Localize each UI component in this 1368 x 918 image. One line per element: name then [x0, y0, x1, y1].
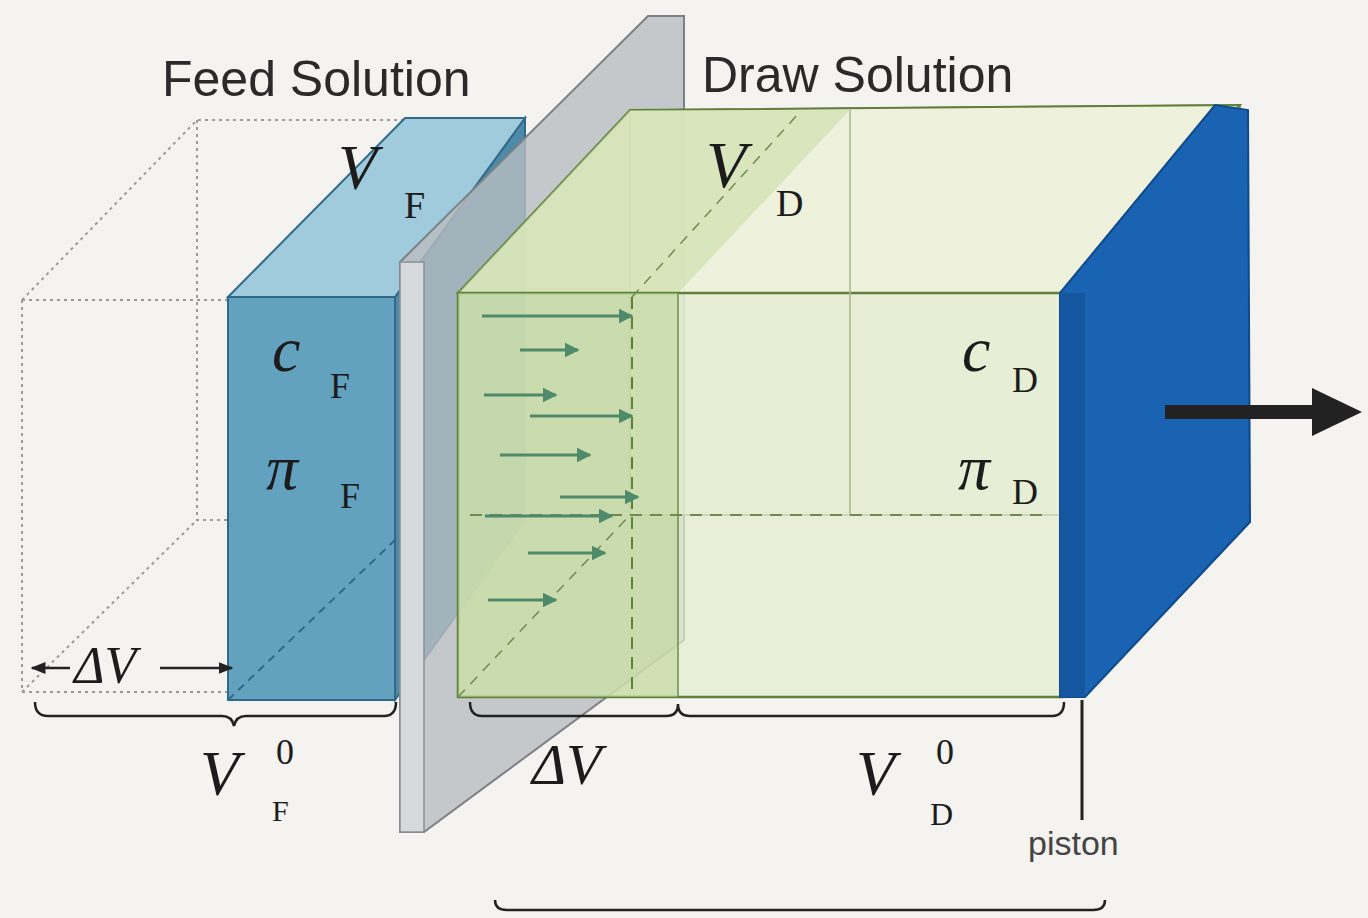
flow-arrow	[488, 599, 556, 602]
concentration-symbol: c	[962, 318, 990, 382]
dimension-brackets	[32, 668, 1105, 910]
flow-arrow	[482, 315, 632, 318]
subscript: F	[330, 368, 350, 404]
subscript: D	[776, 184, 803, 222]
flow-arrow	[485, 515, 612, 518]
dimension-label: ΔV	[532, 736, 601, 794]
superscript: 0	[276, 734, 294, 770]
osmotic-pressure-symbol: π	[266, 436, 298, 500]
osmotic-pressure-symbol: π	[958, 436, 990, 500]
volume-symbol: V	[856, 742, 895, 806]
volume-symbol: V	[200, 742, 239, 806]
flow-arrow	[484, 394, 556, 397]
subscript: D	[1012, 474, 1038, 510]
subscript: D	[1012, 362, 1038, 398]
piston-motion-arrow	[1165, 405, 1318, 419]
draw-solution: Draw SolutionVDcDπD	[690, 44, 1046, 518]
flow-arrow	[560, 496, 638, 499]
subscript: F	[404, 186, 425, 224]
flow-arrow	[500, 454, 590, 457]
feed-solution: Feed SolutionVFcFπF	[150, 40, 479, 522]
subscript: D	[930, 798, 953, 830]
subscript: F	[340, 478, 360, 514]
concentration-symbol: c	[272, 318, 300, 382]
piston-leader	[1081, 700, 1084, 820]
part-label: piston	[1028, 826, 1119, 860]
node-heading: Draw Solution	[702, 50, 1013, 100]
flow-arrow	[520, 349, 578, 352]
volume-symbol: V	[338, 136, 377, 200]
superscript: 0	[936, 734, 954, 770]
node-heading: Feed Solution	[162, 54, 471, 104]
subscript: F	[272, 796, 289, 826]
dimension-label: ΔV	[74, 640, 136, 692]
flow-arrow	[528, 552, 605, 555]
flow-arrow	[530, 415, 632, 418]
piston	[1060, 105, 1362, 697]
volume-symbol: V	[706, 132, 746, 198]
